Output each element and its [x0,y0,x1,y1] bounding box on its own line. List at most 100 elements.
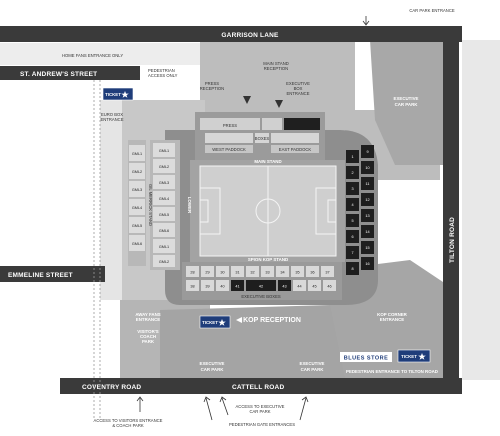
visitors-coach-label-3: PARK [142,339,155,344]
kop-block-45: 45 [312,285,316,289]
ticket-office-east[interactable]: TICKET [397,349,431,363]
ticket-label-south: TICKET [202,320,218,325]
kop-reception-label: KOP RECEPTION [243,317,301,324]
kop-corner-label-2: ENTRANCE [380,317,404,322]
east-block-10: 10 [365,166,369,170]
map-labels: CAR PARK ENTRANCE HOME FANS ENTRANCE ONL… [62,8,455,428]
west-block-gml6-a: GML6 [132,242,142,246]
west-block-gml5-a: GML5 [132,224,142,228]
press-label: PRESS [223,123,237,128]
east-block-2: 2 [351,171,353,175]
kop-block-43: 43 [282,285,286,289]
main-stand-reception-label-2: RECEPTION [264,66,288,71]
emmeline-road [0,266,105,282]
cattell-road-label: CATTELL ROAD [232,384,284,391]
pedestrian-tilton-label: PEDESTRIAN ENTRANCE TO TILTON ROAD [346,369,438,374]
east-block-3: 3 [351,187,353,191]
main-stand-label: MAIN STAND [254,159,281,164]
east-verge [462,40,500,380]
car-park-arrow-icon [362,16,370,26]
access-executive-label-2: CAR PARK [249,409,270,414]
kop-block-38: 38 [190,285,194,289]
east-block-12: 12 [365,198,369,202]
kop-block-33: 33 [265,271,269,275]
west-block-b2: GML2 [159,165,169,169]
press-reception-label-1: PRESS [205,81,219,86]
east-block-14: 14 [365,230,369,234]
away-fans-label-1: AWAY FANS [135,312,160,317]
ticket-label-north: TICKET [105,92,121,97]
east-block-5: 5 [351,219,353,223]
east-block-11: 11 [366,182,370,186]
ticket-office-south[interactable]: TICKET [199,315,231,329]
kop-block-36: 36 [310,271,314,275]
car-park-entrance-label: CAR PARK ENTRANCE [409,8,455,13]
euro-box-label-2: ENTRANCE [100,117,123,122]
press-box [200,118,260,130]
west-block-gml3-a: GML3 [132,188,142,192]
kop-block-28: 28 [190,271,194,275]
east-paddock-label: EAST PADDOCK [279,147,312,152]
executive-boxes-label: EXECUTIVE BOXES [241,294,281,299]
executive-car-park-sw-label-1: EXECUTIVE [200,361,225,366]
kop-block-41: 41 [235,285,239,289]
euro-box-label-1: EURO BOX [101,112,123,117]
ticket-office-north[interactable]: TICKET [102,87,134,101]
west-block-b6: GML6 [159,229,169,233]
kop-block-37: 37 [325,271,329,275]
coventry-cattell-road [60,378,462,394]
boxes-label: BOXES [255,136,270,141]
star-icon [121,91,129,98]
main-stand-reception-label-1: MAIN STAND [263,61,289,66]
executive-car-park-se-label-1: EXECUTIVE [300,361,325,366]
visitors-coach-label-2: COACH [140,334,156,339]
kop-block-32: 32 [250,271,254,275]
east-stand-blocks: 1 2 3 4 5 6 7 8 9 10 11 12 13 [346,145,374,275]
tilton-road [443,40,459,394]
east-block-1: 1 [351,155,353,159]
east-block-9: 9 [366,150,368,154]
garrison-lane-label: GARRISON LANE [221,32,279,39]
gate-arrow-icon-1 [219,396,229,416]
west-block-b3: GML3 [159,181,169,185]
coventry-road-label: COVENTRY ROAD [82,384,141,391]
home-fans-label: HOME FANS ENTRANCE ONLY [62,53,123,58]
pedestrian-access-label-2: ACCESS ONLY [148,73,178,78]
kop-corner-label-1: KOP CORNER [377,312,408,317]
east-block-6: 6 [351,235,353,239]
visitors-coach-label-1: VISITOR'S [137,329,159,334]
kop-block-30: 30 [220,271,224,275]
executive-box-dark [284,118,320,130]
west-block-gml2-a: GML2 [132,170,142,174]
west-strip [100,100,122,300]
west-block-gml1-a: GML1 [132,152,142,156]
emmeline-label: EMMELINE STREET [8,272,73,279]
kop-reception-arrow-icon [236,317,242,323]
executive-car-park-ne-label-1: EXECUTIVE [394,96,419,101]
main-stand-arrow-icon [243,96,251,104]
executive-box-label-3: ENTRANCE [286,91,309,96]
executive-car-park-ne-label-2: CAR PARK [395,102,419,107]
west-stand-blocks: GML1 GML2 GML3 GML4 GML5 GML6 GML1 GML2 … [128,140,192,270]
east-block-4: 4 [351,203,353,207]
ticket-label-east: TICKET [401,354,417,359]
access-visitors-label-1: ACCESS TO VISITORS ENTRANCE [94,418,163,423]
west-block-b4: GML4 [159,197,169,201]
executive-box-label-2: BOX [294,86,303,91]
kop-block-46: 46 [327,285,331,289]
access-executive-label-1: ACCESS TO EXECUTIVE [236,404,285,409]
garrison-lane-road [0,26,462,42]
roads: GARRISON LANE ST. ANDREW'S STREET EMMELI… [0,26,462,420]
pedestrian-gate-label: PEDESTRIAN GATE ENTRANCES [229,422,295,427]
west-paddock-label: WEST PADDOCK [212,147,246,152]
east-block-15: 15 [365,246,369,250]
st-andrews-label: ST. ANDREW'S STREET [20,71,97,78]
west-block-b7: GML1 [159,245,169,249]
access-visitors-label-2: & COACH PARK [112,423,144,428]
west-block-b5: GML5 [159,213,169,217]
star-icon [418,353,426,360]
east-stand-label: TILTON ROAD STAND [382,197,387,243]
west-block-b8: GML2 [159,260,169,264]
kop-block-44: 44 [297,285,301,289]
